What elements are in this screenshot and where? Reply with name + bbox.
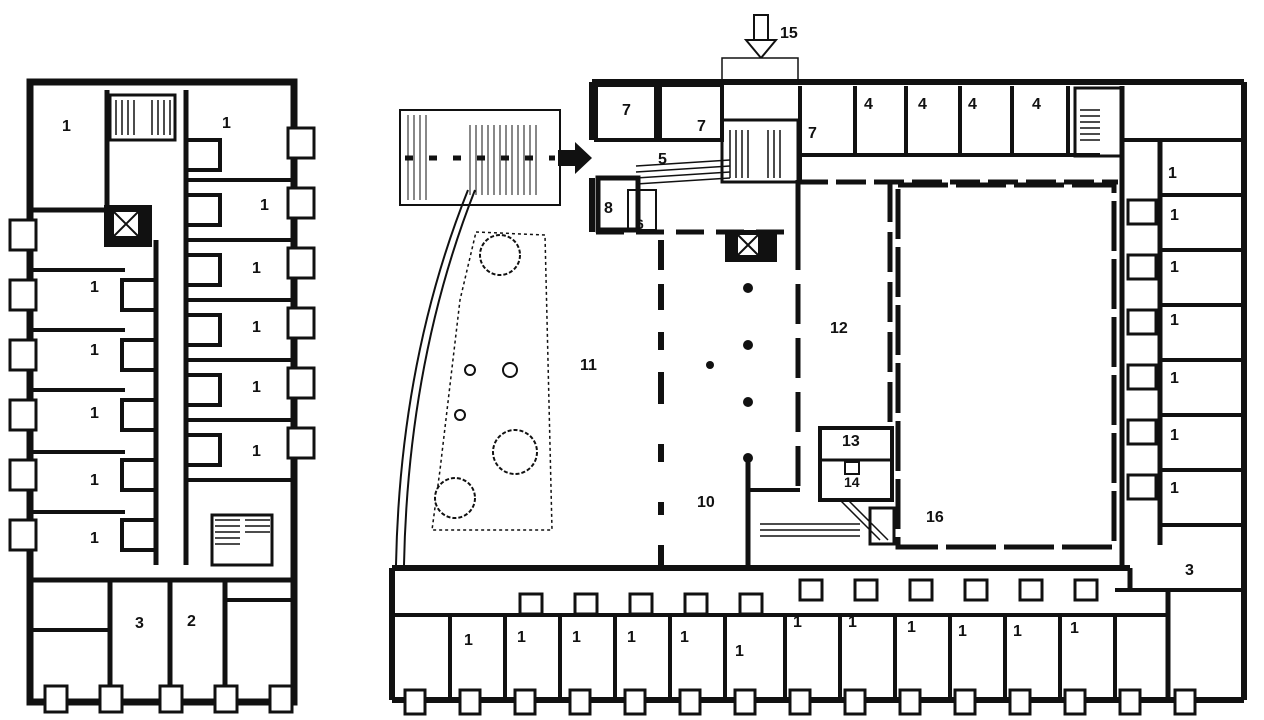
garden-area: [431, 231, 553, 531]
entrance-arrow-black: [558, 142, 592, 174]
room-label: 7: [697, 118, 706, 135]
garden-curved-wall: [395, 189, 469, 566]
garden-trees: [434, 234, 538, 519]
room-label: 4: [1032, 96, 1041, 113]
room-label: 1: [848, 614, 857, 631]
room-label: 3: [1185, 562, 1194, 579]
west-wing-plan: [8, 78, 316, 714]
room-label: 1: [252, 319, 261, 336]
room-label: 1: [1168, 165, 1177, 182]
room-label: 1: [517, 629, 526, 646]
west-stair-bottom: [210, 513, 274, 567]
room-label: 1: [90, 405, 99, 422]
hall-columns: [658, 240, 753, 565]
room-label: 1: [90, 342, 99, 359]
west-stair-top: [108, 93, 177, 142]
room-label: 1: [90, 472, 99, 489]
room-label: 14: [844, 474, 860, 490]
room-label: 4: [864, 96, 873, 113]
front-stair: [399, 109, 561, 206]
room-label: 1: [252, 443, 261, 460]
courtyard-16: [895, 182, 1117, 550]
room-label: 1: [252, 260, 261, 277]
room-label: 1: [907, 619, 916, 636]
room-label: 11: [580, 357, 597, 374]
room-label: 1: [1170, 370, 1179, 387]
room-label: 10: [697, 494, 715, 511]
room-label: 3: [135, 615, 144, 632]
room-label: 1: [680, 629, 689, 646]
room-label: 1: [260, 197, 269, 214]
room-label: 7: [622, 102, 631, 119]
room-label: 1: [735, 643, 744, 660]
room-label: 1: [958, 623, 967, 640]
central-stair: [720, 118, 800, 184]
room-label: 7: [808, 125, 817, 142]
entrance-label: 15: [780, 25, 798, 42]
entrance-portico: [721, 57, 799, 81]
room-label: 1: [1170, 259, 1179, 276]
room-label: 4: [968, 96, 977, 113]
main-building-plan: [389, 14, 1247, 716]
room-label: 1: [1013, 623, 1022, 640]
room-label: 1: [464, 632, 473, 649]
room-label: 1: [90, 279, 99, 296]
room-label: 1: [1170, 207, 1179, 224]
room-label: 1: [793, 614, 802, 631]
room-label: 1: [1170, 480, 1179, 497]
room-label: 1: [572, 629, 581, 646]
entrance-arrow-top: [743, 14, 779, 60]
room-label: 1: [627, 629, 636, 646]
room-label: 1: [1170, 312, 1179, 329]
room-label: 8: [604, 200, 613, 217]
room-label: 1: [1070, 620, 1079, 637]
room-label: 1: [62, 118, 71, 135]
room-label: 1: [90, 530, 99, 547]
room-label: 13: [842, 433, 860, 450]
room-label: 6: [636, 216, 644, 232]
room-label: 4: [918, 96, 927, 113]
room-label: 1: [252, 379, 261, 396]
room-label: 12: [830, 320, 848, 337]
room-labels: 1 1 1 1 1 1 1 1 1 1 1 1 3 2 15 7 7 7 5 8…: [62, 25, 1194, 660]
room-label: 2: [187, 613, 196, 630]
room-label: 1: [1170, 427, 1179, 444]
room-label: 5: [658, 151, 667, 168]
room-label: 16: [926, 509, 944, 526]
room-label: 1: [222, 115, 231, 132]
